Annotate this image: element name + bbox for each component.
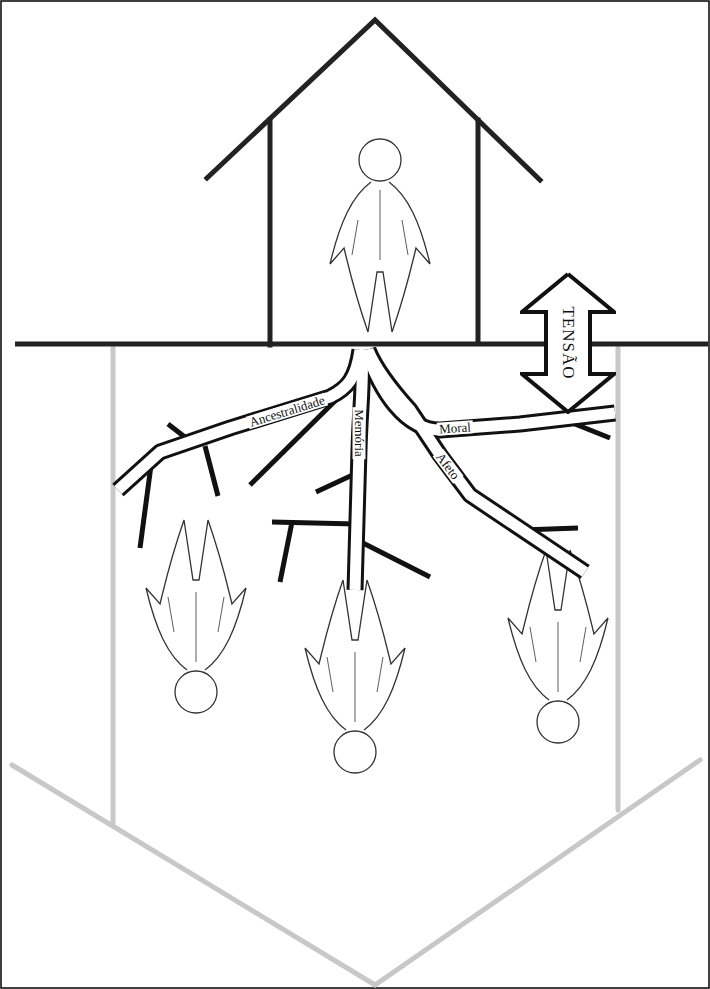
- tension-arrow: TENSÃO: [520, 272, 616, 414]
- ancestor-figures: [146, 520, 608, 773]
- person-figure: [330, 139, 430, 332]
- root-label: Memória: [353, 407, 366, 459]
- ground-line: [15, 342, 708, 347]
- tension-label: TENSÃO: [560, 305, 577, 380]
- house: [207, 20, 540, 345]
- root-label: Ancestralidade: [246, 393, 328, 429]
- root-label: Afeto: [433, 449, 464, 484]
- root-label: Moral: [437, 420, 474, 435]
- downward-arrow-outline: [12, 348, 700, 985]
- double-arrow-outline: [522, 274, 614, 412]
